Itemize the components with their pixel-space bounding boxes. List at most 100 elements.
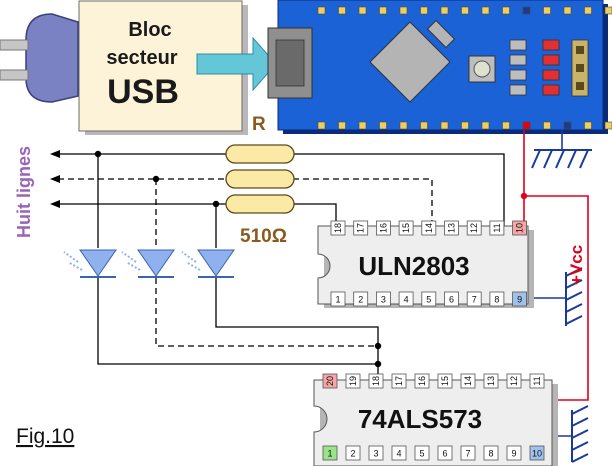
uln-pin-label: 7 xyxy=(472,295,477,305)
uln-pin-10: 10 xyxy=(512,220,527,236)
latch-pin-label: 19 xyxy=(348,376,358,386)
uln-pin-label: 14 xyxy=(424,223,434,233)
board-pad xyxy=(379,6,387,15)
uln-pin-3: 3 xyxy=(375,291,391,307)
latch-pin-label: 11 xyxy=(532,376,542,385)
board-pads-top xyxy=(317,6,612,15)
connector-label: R xyxy=(252,114,266,135)
uln-pin-label: 17 xyxy=(356,223,366,233)
uln-pin-1: 1 xyxy=(330,291,346,307)
latch-pin-8: 8 xyxy=(483,445,499,461)
latch-pin-label: 9 xyxy=(511,449,516,459)
uln-pin-label: 13 xyxy=(447,223,457,233)
uln-pin-label: 8 xyxy=(494,295,499,305)
led-icon xyxy=(181,249,235,278)
vcc-label: +Vcc xyxy=(567,245,586,285)
board-pad xyxy=(481,121,490,130)
uln-pin-6: 6 xyxy=(444,291,459,307)
latch-pin-9: 9 xyxy=(506,445,522,461)
board-pad xyxy=(358,6,367,15)
uln-pin-label: 9 xyxy=(517,295,522,305)
mains-plug-icon xyxy=(0,13,79,103)
board-pad xyxy=(522,121,531,130)
latch-pin-6: 6 xyxy=(437,445,453,461)
board-pad xyxy=(420,121,428,130)
uln-pin-label: 1 xyxy=(335,295,340,305)
board-pad xyxy=(338,6,346,15)
latch-pin-label: 16 xyxy=(417,376,427,386)
latch-pin-label: 5 xyxy=(419,449,424,459)
ground-symbol-icon xyxy=(565,267,583,326)
uln-pin-7: 7 xyxy=(466,291,482,307)
latch-pin-11: 11 xyxy=(529,373,545,389)
board-pad xyxy=(420,6,428,15)
board-pad xyxy=(543,121,551,130)
board-pad xyxy=(481,6,490,15)
uln-pin-label: 16 xyxy=(378,223,388,233)
uln-pin-4: 4 xyxy=(398,291,414,307)
latch-pin-label: 7 xyxy=(465,449,470,459)
uln-pin-12: 12 xyxy=(466,220,482,236)
board-pad xyxy=(440,121,449,130)
board-pad xyxy=(461,121,469,130)
latch-pin-18: 18 xyxy=(368,373,384,389)
latch-pin-17: 17 xyxy=(391,373,407,389)
latch-pin-label: 17 xyxy=(394,376,404,386)
uln-pin-17: 17 xyxy=(353,220,369,236)
latch-pin-label: 2 xyxy=(350,449,355,459)
uln-pin-9: 9 xyxy=(512,291,527,307)
led-icon xyxy=(121,249,175,278)
latch-pin-4: 4 xyxy=(391,445,407,461)
latch-pin-label: 3 xyxy=(373,449,378,459)
latch-pin-20: 20 xyxy=(322,373,338,389)
board-pad xyxy=(399,121,408,130)
latch-pin-label: 13 xyxy=(486,376,496,386)
uln-pin-label: 11 xyxy=(492,223,502,232)
board-pad xyxy=(563,121,572,130)
board-pad xyxy=(502,121,510,130)
latch-pin-label: 14 xyxy=(463,376,473,386)
latch-pin-5: 5 xyxy=(414,445,430,461)
board-pad xyxy=(317,6,326,15)
board-pad xyxy=(522,6,531,15)
mcu-chip-icon xyxy=(369,21,451,103)
uln-pin-label: 4 xyxy=(404,295,409,305)
board-pad xyxy=(358,121,367,130)
led-icons xyxy=(63,249,235,278)
latch-top-pins: 20 19 18 17 16 15 14 13 12 11 xyxy=(322,373,545,389)
board-pad xyxy=(584,6,592,15)
microcontroller-board xyxy=(267,0,612,134)
uln-pin-label: 12 xyxy=(469,223,479,233)
latch-pin-15: 15 xyxy=(437,373,453,389)
latch-pin-label: 15 xyxy=(440,376,450,386)
uln-pin-label: 5 xyxy=(426,295,431,305)
board-pad xyxy=(543,6,551,15)
board-pad xyxy=(317,121,326,130)
uln-pin-14: 14 xyxy=(421,220,437,236)
latch-pin-13: 13 xyxy=(483,373,499,389)
latch-pin-19: 19 xyxy=(345,373,361,389)
uln-pin-11: 11 xyxy=(489,220,505,236)
board-pad xyxy=(440,6,449,15)
latch-pin-label: 1 xyxy=(327,449,332,459)
power-block-line1: Bloc xyxy=(128,19,171,41)
board-pad xyxy=(604,6,612,15)
latch-pin-2: 2 xyxy=(345,445,361,461)
ground-symbol-icon xyxy=(571,405,589,463)
latch-pin-12: 12 xyxy=(506,373,522,389)
uln-bottom-pins: 1 2 3 4 5 6 7 8 9 xyxy=(330,291,527,307)
latch-pin-1: 1 xyxy=(322,445,338,461)
latch-pin-10: 10 xyxy=(529,445,545,461)
board-pad xyxy=(604,121,612,130)
uln-pin-label: 2 xyxy=(358,295,363,305)
latch-pin-label: 20 xyxy=(325,376,335,386)
figure-label: Fig.10 xyxy=(16,425,74,448)
resistor-value-label: 510Ω xyxy=(240,226,287,247)
ground-symbol-icon xyxy=(531,149,592,169)
led-icon xyxy=(63,249,117,278)
uln-pin-15: 15 xyxy=(398,220,414,236)
